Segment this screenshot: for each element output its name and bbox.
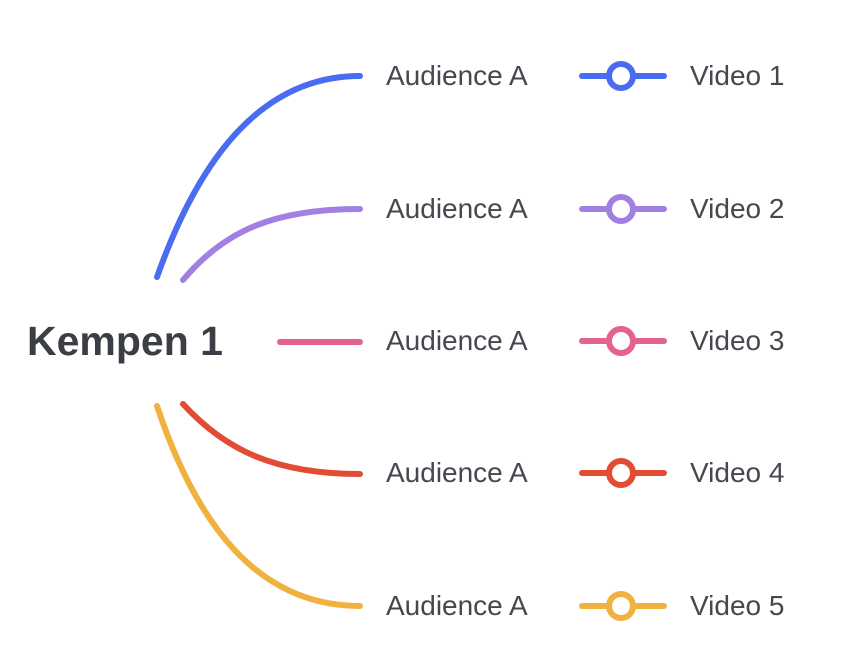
link-circle-3	[606, 326, 636, 356]
link-circle-5	[606, 591, 636, 621]
branch-5: Audience A Video 5	[0, 586, 860, 626]
link-node-4	[579, 458, 667, 488]
audience-label-2[interactable]: Audience A	[386, 193, 528, 224]
connector-5	[154, 403, 363, 609]
link-node-1	[579, 61, 667, 91]
video-label-4[interactable]: Video 4	[690, 457, 785, 488]
branch-2: Audience A Video 2	[0, 189, 860, 229]
video-label-1[interactable]: Video 1	[690, 60, 785, 91]
link-node-3	[579, 326, 667, 356]
audience-label-3[interactable]: Audience A	[386, 325, 528, 356]
video-label-5[interactable]: Video 5	[690, 590, 785, 621]
link-circle-1	[606, 61, 636, 91]
connector-2	[180, 206, 363, 283]
link-node-2	[579, 194, 667, 224]
link-circle-4	[606, 458, 636, 488]
branch-3: Audience A Video 3	[0, 321, 860, 361]
link-node-5	[579, 591, 667, 621]
branch-4: Audience A Video 4	[0, 453, 860, 493]
connector-4	[180, 401, 363, 477]
audience-label-5[interactable]: Audience A	[386, 590, 528, 621]
root-node-label[interactable]: Kempen 1	[27, 318, 223, 364]
branch-1: Audience A Video 1	[0, 56, 860, 96]
video-label-3[interactable]: Video 3	[690, 325, 785, 356]
link-circle-2	[606, 194, 636, 224]
video-label-2[interactable]: Video 2	[690, 193, 785, 224]
connector-1	[154, 73, 363, 280]
audience-label-1[interactable]: Audience A	[386, 60, 528, 91]
audience-label-4[interactable]: Audience A	[386, 457, 528, 488]
